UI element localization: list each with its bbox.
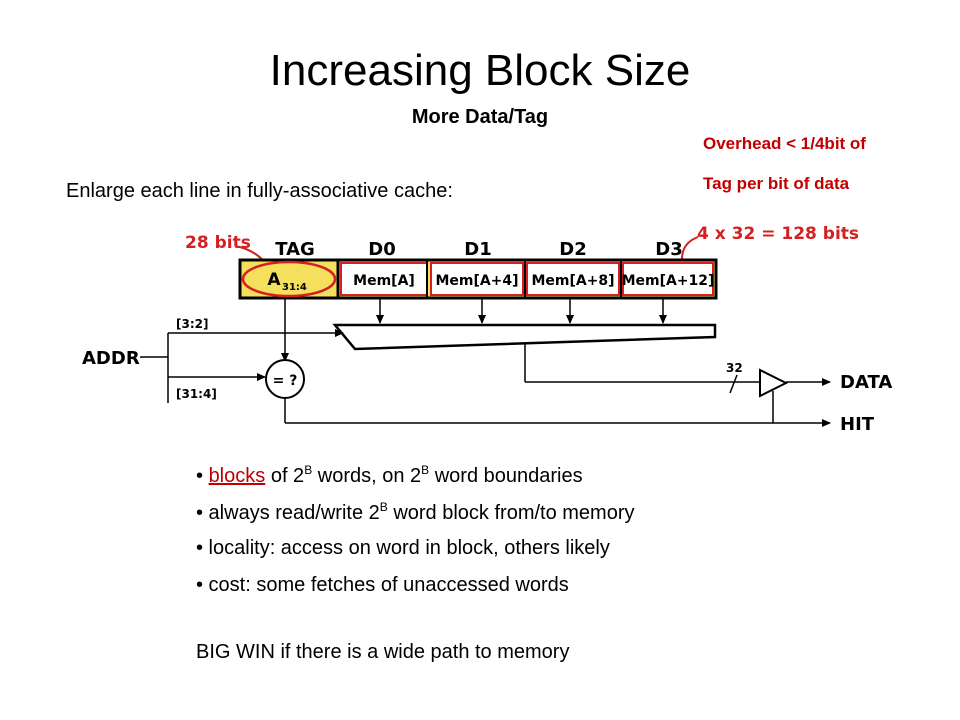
blocks-link[interactable]: blocks xyxy=(208,465,266,487)
data-word-d1 xyxy=(430,262,524,296)
data-word-d2 xyxy=(526,262,620,296)
column-d2: D2 xyxy=(559,239,586,260)
column-tag: TAG xyxy=(275,239,315,260)
bullet-list: • blocks of 2B words, on 2B word boundar… xyxy=(196,464,635,612)
annotation-128-bits: 4 x 32 = 128 bits xyxy=(697,224,859,244)
hit-output-label: HIT xyxy=(840,414,875,435)
output-driver-buffer xyxy=(759,368,789,398)
mem-a-plus-8: Mem[A+8] xyxy=(531,273,614,289)
slide-subtitle: More Data/Tag xyxy=(411,106,549,128)
tag-highlight-ellipse xyxy=(241,260,337,298)
column-d1: D1 xyxy=(464,239,491,260)
mem-a-plus-12: Mem[A+12] xyxy=(622,273,715,289)
data-word-d3 xyxy=(622,262,714,296)
bullet-read-write: • always read/write 2B word block from/t… xyxy=(196,500,635,524)
bullet-locality: • locality: access on word in block, oth… xyxy=(196,537,610,559)
tag-value: A xyxy=(267,270,281,290)
data-word-d0 xyxy=(340,262,428,296)
conclusion-text: BIG WIN if there is a wide path to memor… xyxy=(196,641,570,663)
mem-a-plus-4: Mem[A+4] xyxy=(435,273,518,289)
column-d0: D0 xyxy=(368,239,395,260)
addr-label: ADDR xyxy=(82,348,140,369)
annotation-128-bits-arrow xyxy=(681,236,699,260)
bullet-blocks: • blocks of 2B words, on 2B word boundar… xyxy=(196,463,583,487)
overhead-note-line2: Tag per bit of data xyxy=(703,174,850,193)
column-d3: D3 xyxy=(655,239,682,260)
bullet-cost: • cost: some fetches of unaccessed words xyxy=(196,574,569,596)
tag-value-subscript: 31:4 xyxy=(282,282,307,293)
slide-title: Increasing Block Size xyxy=(269,46,691,95)
annotation-28-bits: 28 bits xyxy=(185,233,251,253)
data-width-label: 32 xyxy=(726,361,743,375)
overhead-note-line1: Overhead < 1/4bit of xyxy=(703,134,866,153)
addr-bits-31-4: [31:4] xyxy=(176,387,217,401)
intro-text: Enlarge each line in fully-associative c… xyxy=(66,180,453,202)
data-output-label: DATA xyxy=(840,372,892,393)
cache-line-diagram: 28 bits 4 x 32 = 128 bits TAG D0 D1 D2 D… xyxy=(82,224,892,435)
word-select-mux xyxy=(332,323,717,351)
addr-bits-3-2: [3:2] xyxy=(176,317,208,331)
comparator-label: = ? xyxy=(273,373,298,389)
mem-a: Mem[A] xyxy=(353,273,415,289)
